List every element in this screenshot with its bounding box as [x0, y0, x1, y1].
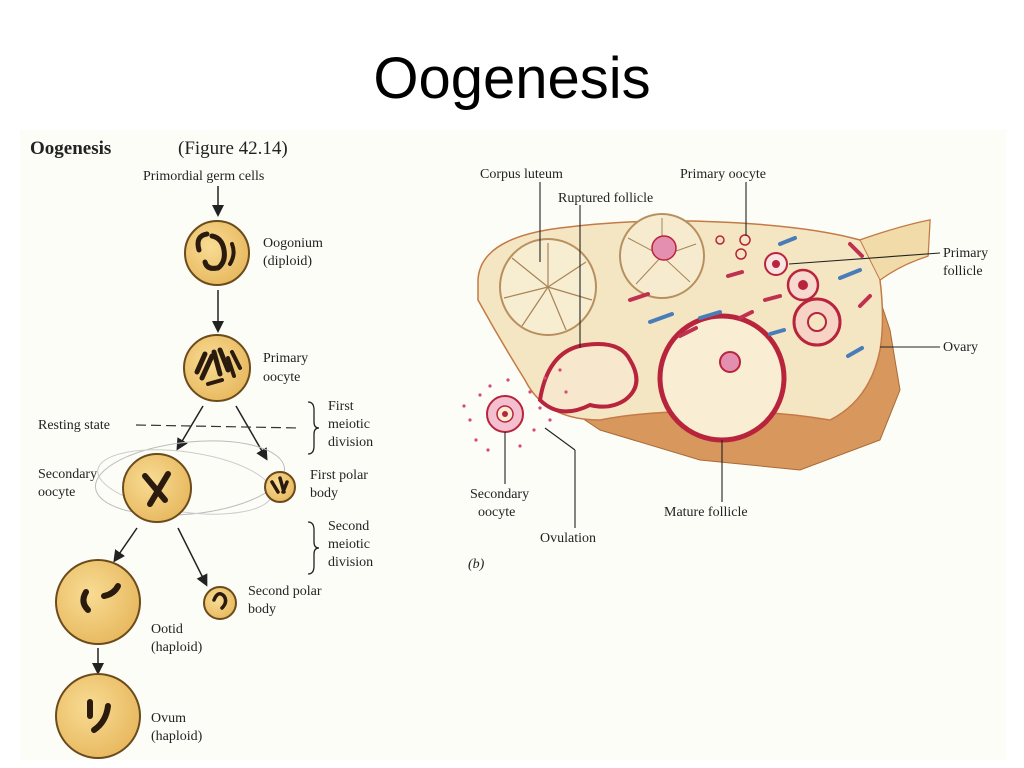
slide-title: Oogenesis: [373, 46, 651, 111]
label-first-polar: First polar body: [310, 468, 371, 501]
oogonium-cell: [184, 220, 250, 286]
label-ovulation: Ovulation: [540, 531, 596, 546]
brace-second-meiotic: [307, 521, 320, 575]
label-second-polar: Second polar body: [248, 584, 325, 617]
label-resting-state: Resting state: [38, 418, 110, 433]
primary-oocyte-cell: [183, 334, 251, 402]
label-secondary-oocyte: Secondary oocyte: [38, 467, 101, 500]
first-polar-body: [264, 471, 296, 503]
arrow-to-second-polar: [177, 527, 208, 587]
brace-first-meiotic: [307, 401, 320, 455]
label-mature-follicle: Mature follicle: [664, 505, 748, 520]
left-heading: Oogenesis: [30, 138, 111, 159]
leader-lines: [504, 182, 941, 528]
arrow-to-first-polar: [235, 405, 268, 461]
label-corpus-luteum: Corpus luteum: [480, 167, 563, 182]
label-ovum: Ovum (haploid): [151, 711, 203, 744]
arrow-to-ootid: [113, 527, 138, 563]
label-panel-letter: (b): [468, 557, 485, 572]
label-ovary: Ovary: [943, 340, 978, 355]
second-polar-body: [203, 586, 237, 620]
label-primary-follicle: Primary follicle: [943, 246, 992, 279]
label-primordial: Primordial germ cells: [143, 169, 264, 184]
ovum-cell: [55, 673, 141, 759]
figure-ref: (Figure 42.14): [178, 138, 288, 159]
label-second-meiotic: Second meiotic division: [328, 519, 374, 570]
arrow-to-secondary-oocyte: [176, 405, 204, 451]
ovary-illustration: [462, 213, 931, 471]
label-first-meiotic: First meiotic division: [328, 399, 374, 450]
label-ruptured-follicle: Ruptured follicle: [558, 191, 653, 206]
resting-state-line: [135, 424, 301, 429]
label-ootid: Ootid (haploid): [151, 622, 203, 655]
label-secondary-oocyte-ovary: Secondary oocyte: [470, 487, 533, 520]
label-oogonium: Oogonium (diploid): [263, 236, 326, 269]
ootid-cell: [55, 559, 141, 645]
label-primary-oocyte-ovary: Primary oocyte: [680, 167, 766, 182]
label-primary-oocyte: Primary oocyte: [263, 351, 312, 385]
